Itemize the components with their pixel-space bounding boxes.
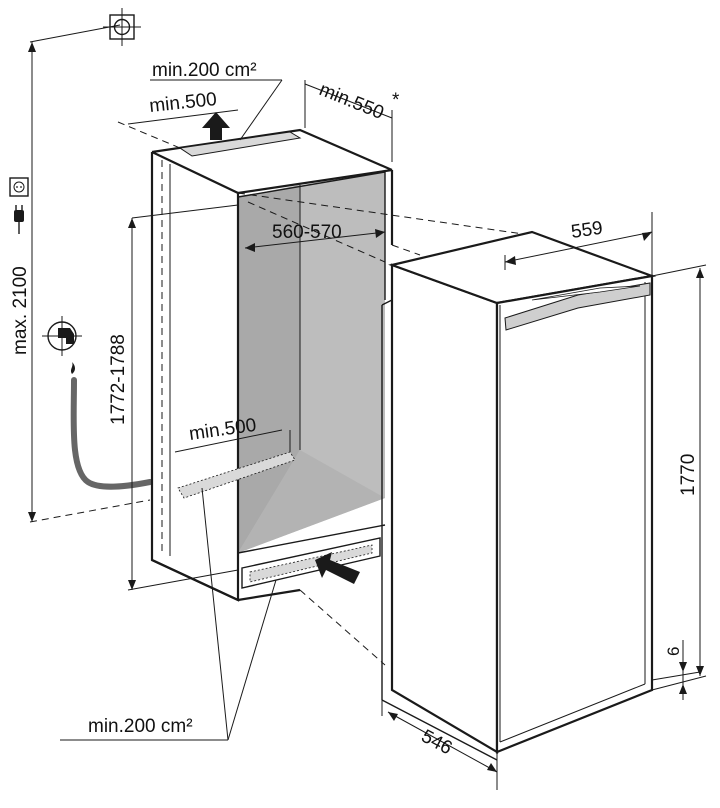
niche-inner-width-label: 560-570 (272, 222, 342, 243)
power-socket-icon (9, 177, 29, 197)
airflow-arrow-icon (202, 112, 230, 140)
door-handle (504, 282, 651, 331)
niche-cabinet (150, 128, 394, 602)
max-socket-height-label: max. 2100 (10, 266, 31, 355)
power-plug-icon (14, 205, 24, 234)
niche-floor (238, 450, 385, 553)
niche-height-label: 1772-1788 (108, 334, 129, 425)
niche-depth-note: * (392, 90, 400, 111)
plinth-airflow-arrow-icon (315, 552, 360, 584)
top-vent-area-label: min.200 cm² (152, 60, 257, 81)
appliance-height-label: 1770 (678, 454, 699, 496)
water-hose (70, 377, 153, 490)
max-height-dimension: max. 2100 (9, 24, 151, 523)
bottom-vent-area-label: min.200 cm² (88, 716, 193, 737)
bottom-gap-label: 6 (664, 647, 683, 656)
bottom-vent-slot (177, 451, 296, 499)
niche-depth-dimension: min.550 * (304, 79, 400, 162)
appliance-body (381, 230, 657, 761)
appliance-width-label: 559 (570, 218, 604, 243)
niche-depth-label: min.550 (316, 79, 387, 124)
water-tap-icon (42, 316, 82, 374)
top-vent-opening (178, 131, 302, 157)
top-vent-width-label: min.500 (148, 89, 217, 117)
